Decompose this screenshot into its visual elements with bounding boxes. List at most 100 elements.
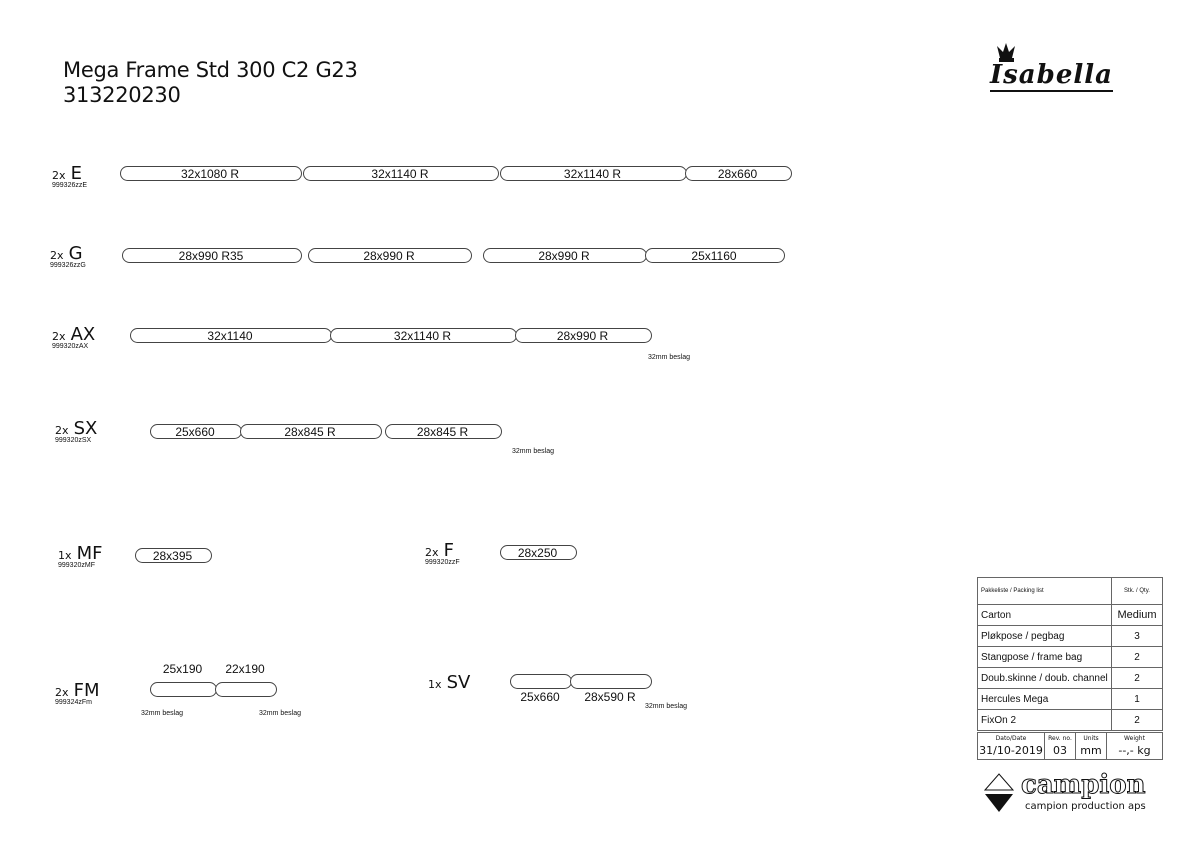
tube-dimension: 32x1140 R: [371, 167, 429, 181]
tube-segment: [240, 424, 382, 439]
tube-segment: [303, 166, 499, 181]
tube-dimension: 28x990 R: [538, 249, 590, 263]
qty-header: Stk. / Qty.: [1111, 577, 1163, 605]
tube-dimension: 25x660: [175, 425, 215, 439]
part-code: E: [70, 163, 82, 184]
part-number: 999326zzE: [52, 182, 88, 189]
tube-segment: [510, 674, 572, 689]
tube-segment: [685, 166, 792, 181]
packing-item: Pløkpose / pegbag: [977, 625, 1112, 647]
part-number: 999324zFm: [55, 699, 92, 706]
part-qty: 2x: [52, 169, 66, 182]
packing-item: Doub.skinne / doub. channel: [977, 667, 1112, 689]
tube-dimension: 32x1140 R: [563, 167, 622, 181]
part-qty: 2x: [55, 424, 69, 437]
part-number: 999320zAX: [52, 343, 89, 350]
tube-segment: [515, 328, 652, 343]
part-code: FM: [73, 680, 100, 701]
packing-qty: 3: [1111, 625, 1163, 647]
part-qty: 2x: [55, 686, 69, 699]
tube-segment: [135, 548, 212, 563]
product-number: 313220230: [63, 83, 181, 107]
fitting-note: 32mm beslag: [512, 448, 555, 455]
part-number: 999320zzF: [425, 559, 460, 566]
brand-sub: campion production aps: [1025, 801, 1146, 812]
part-code: MF: [76, 543, 103, 564]
part-code: G: [68, 243, 83, 264]
fitting-note: 32mm beslag: [259, 710, 302, 717]
part-label: 1x SV: [428, 672, 470, 693]
tube-segment: [645, 248, 785, 263]
tube-dimension: 28x845 R: [416, 425, 469, 439]
tube-dimension: 28x990 R: [363, 249, 415, 263]
tube-segment: [385, 424, 502, 439]
part-qty: 1x: [428, 678, 442, 691]
tube-segment: [215, 682, 277, 697]
campion-logo: campion campion production aps: [983, 770, 1163, 815]
part-qty: 2x: [52, 330, 66, 343]
part-number: 999326zzG: [50, 262, 86, 269]
tube-dimension: 32x1140: [207, 329, 253, 343]
units-label: Units: [1083, 735, 1099, 742]
tube-dimension: 28x660: [717, 167, 758, 181]
tube-dimension: 32x1080 R: [180, 167, 240, 181]
tube-dimension: 25x1160: [691, 249, 737, 263]
tube-dimension: 28x590 R: [584, 690, 636, 704]
triangle-logo-icon: [983, 773, 1015, 812]
packing-header: Pakkeliste / Packing list: [977, 577, 1112, 605]
tube-segment: [308, 248, 472, 263]
tube-segment: [122, 248, 302, 263]
packing-qty: 2: [1111, 646, 1163, 668]
part-number: 999320zSX: [55, 437, 92, 444]
tube-segment: [120, 166, 302, 181]
tube-segment: [570, 674, 652, 689]
tube-dimension: 25x660: [520, 690, 560, 704]
packing-qty: 2: [1111, 667, 1163, 689]
tube-segment: [150, 682, 217, 697]
part-qty: 2x: [425, 546, 439, 559]
isabella-logo: Isabella: [985, 40, 1175, 95]
packing-item: FixOn 2: [977, 709, 1112, 731]
tube-dimension: 28x990 R: [556, 329, 609, 343]
brand-name: campion: [1021, 770, 1146, 801]
date-label: Dato/Date: [995, 735, 1027, 742]
tube-dimension: 28x990 R35: [178, 249, 244, 263]
rev-label: Rev. no.: [1048, 735, 1072, 742]
packing-qty: Medium: [1111, 604, 1163, 626]
date-value: 31/10-2019: [979, 744, 1043, 757]
part-code: AX: [70, 324, 96, 345]
product-title: Mega Frame Std 300 C2 G23: [63, 58, 358, 82]
part-number: 999320zMF: [58, 562, 95, 569]
fitting-note: 32mm beslag: [648, 354, 691, 361]
tube-dimension: 28x395: [152, 549, 193, 563]
weight-label: Weight: [1124, 735, 1145, 742]
tube-dimension: 25x190: [162, 662, 203, 676]
part-qty: 1x: [58, 549, 72, 562]
packing-qty: 1: [1111, 688, 1163, 710]
rev-value: 03: [1053, 744, 1067, 757]
part-code: SV: [446, 672, 471, 693]
tube-dimension: 28x250: [517, 546, 558, 560]
tube-dimension: 28x845 R: [284, 425, 336, 439]
packing-qty: 2: [1111, 709, 1163, 731]
fitting-note: 32mm beslag: [645, 703, 688, 710]
fitting-note: 32mm beslag: [141, 710, 184, 717]
weight-value: --,- kg: [1118, 744, 1151, 757]
tube-segment: [500, 545, 577, 560]
packing-item: Stangpose / frame bag: [977, 646, 1112, 668]
